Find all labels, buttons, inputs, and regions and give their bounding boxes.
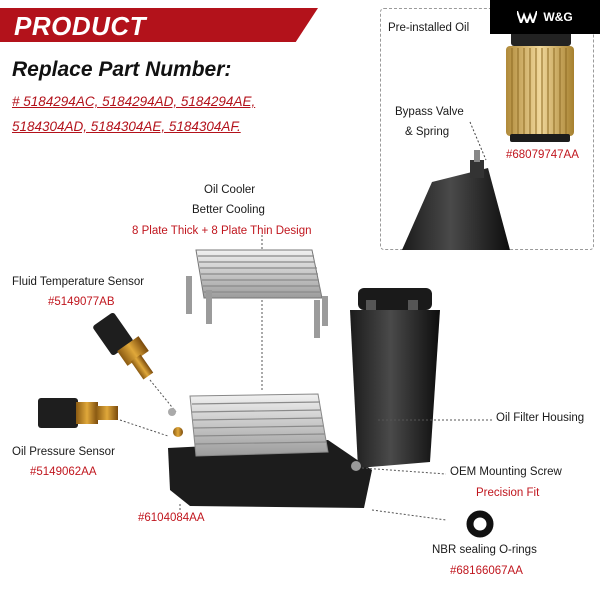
brand-logo-text: W&G [543, 10, 573, 24]
o-ring-image [466, 510, 494, 538]
fluid-temp-sensor-part: #5149077AB [48, 296, 115, 308]
brand-mark-icon [517, 11, 538, 23]
filter-part-number: #68079747AA [506, 149, 579, 161]
oil-cooler-design: 8 Plate Thick + 8 Plate Thin Design [132, 225, 312, 237]
oil-pressure-sensor-title: Oil Pressure Sensor [12, 446, 115, 458]
oil-cooler-subtitle: Better Cooling [192, 204, 265, 216]
bypass-valve-label: Bypass Valve [395, 106, 464, 118]
oil-pressure-sensor-part: #5149062AA [30, 466, 97, 478]
oil-pressure-sensor-image [38, 398, 118, 428]
mounting-screw-note: Precision Fit [476, 487, 540, 499]
banner-title: PRODUCT STRUCTURE [14, 11, 179, 72]
housing-part-number: #6104084AA [138, 512, 205, 524]
oil-filter-housing-image [350, 288, 440, 471]
mounting-screw-title: OEM Mounting Screw [450, 466, 562, 478]
housing-base-image [168, 393, 372, 508]
pre-installed-filter-label: Pre-installed Oil [388, 22, 470, 34]
o-rings-title: NBR sealing O-rings [432, 544, 537, 556]
title-banner: PRODUCT STRUCTURE [0, 8, 318, 42]
bypass-valve-cap [402, 150, 510, 250]
oil-filter-element [506, 30, 574, 142]
oil-cooler-image [186, 249, 328, 338]
fluid-temperature-sensor-image [93, 312, 154, 380]
oil-cooler-title: Oil Cooler [204, 184, 256, 196]
brand-logo: W&G [490, 0, 600, 34]
fluid-temp-sensor-title: Fluid Temperature Sensor [12, 276, 145, 288]
oil-filter-housing-title: Oil Filter Housing [496, 412, 585, 424]
bypass-spring-label: & Spring [405, 126, 450, 138]
o-rings-part: #68166067AA [450, 565, 523, 577]
part-number-line-2: 5184304AD, 5184304AE, 5184304AF. [12, 119, 241, 134]
part-number-line-1: # 5184294AC, 5184294AD, 5184294AE, [12, 94, 256, 109]
replace-part-number-title: Replace Part Number: [12, 58, 232, 81]
